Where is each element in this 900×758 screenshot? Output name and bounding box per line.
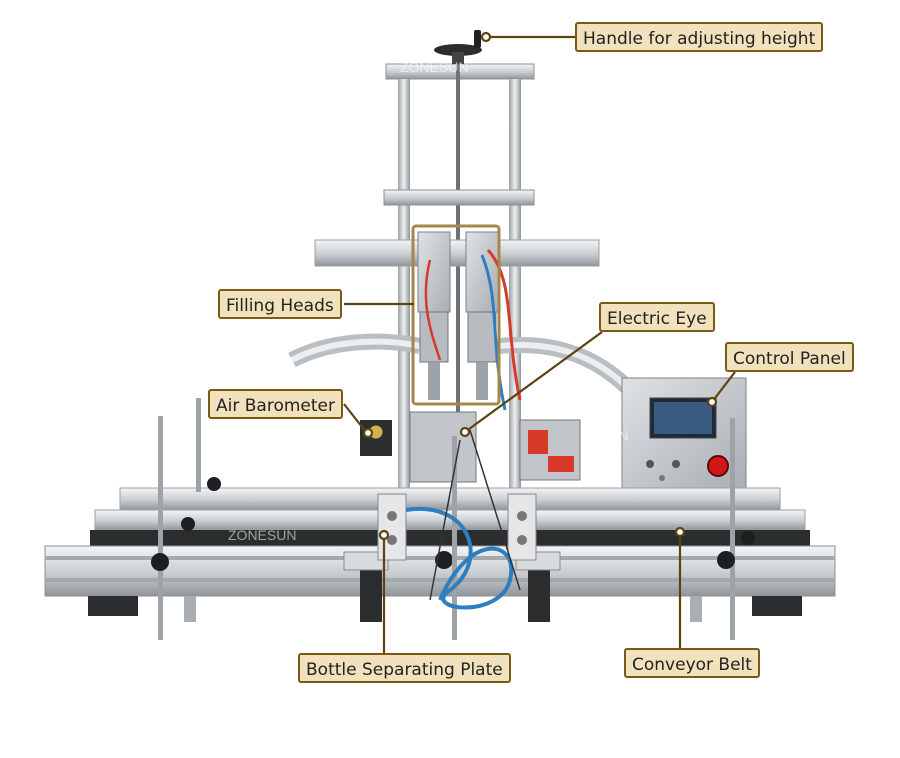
callout-leaders bbox=[343, 31, 736, 653]
supply-hoses bbox=[288, 333, 636, 396]
label-conveyor-belt: Conveyor Belt bbox=[624, 648, 760, 678]
label-electric-eye: Electric Eye bbox=[599, 302, 715, 332]
bottle-separating-plate bbox=[377, 429, 537, 610]
filling-heads-assembly bbox=[411, 224, 522, 411]
watermark-belt: ZONESUN bbox=[228, 527, 296, 543]
label-filling-heads: Filling Heads bbox=[218, 289, 342, 319]
air-barometer-unit bbox=[360, 411, 581, 483]
label-bottle-separating-plate: Bottle Separating Plate bbox=[298, 653, 511, 683]
label-handle: Handle for adjusting height bbox=[575, 22, 824, 52]
label-air-barometer: Air Barometer bbox=[208, 389, 343, 419]
watermark-top: ZONESUN bbox=[400, 59, 468, 75]
guide-rods bbox=[151, 398, 755, 640]
label-control-panel: Control Panel bbox=[725, 342, 854, 372]
control-panel-box bbox=[621, 377, 747, 491]
height-handle-wheel bbox=[434, 30, 482, 64]
